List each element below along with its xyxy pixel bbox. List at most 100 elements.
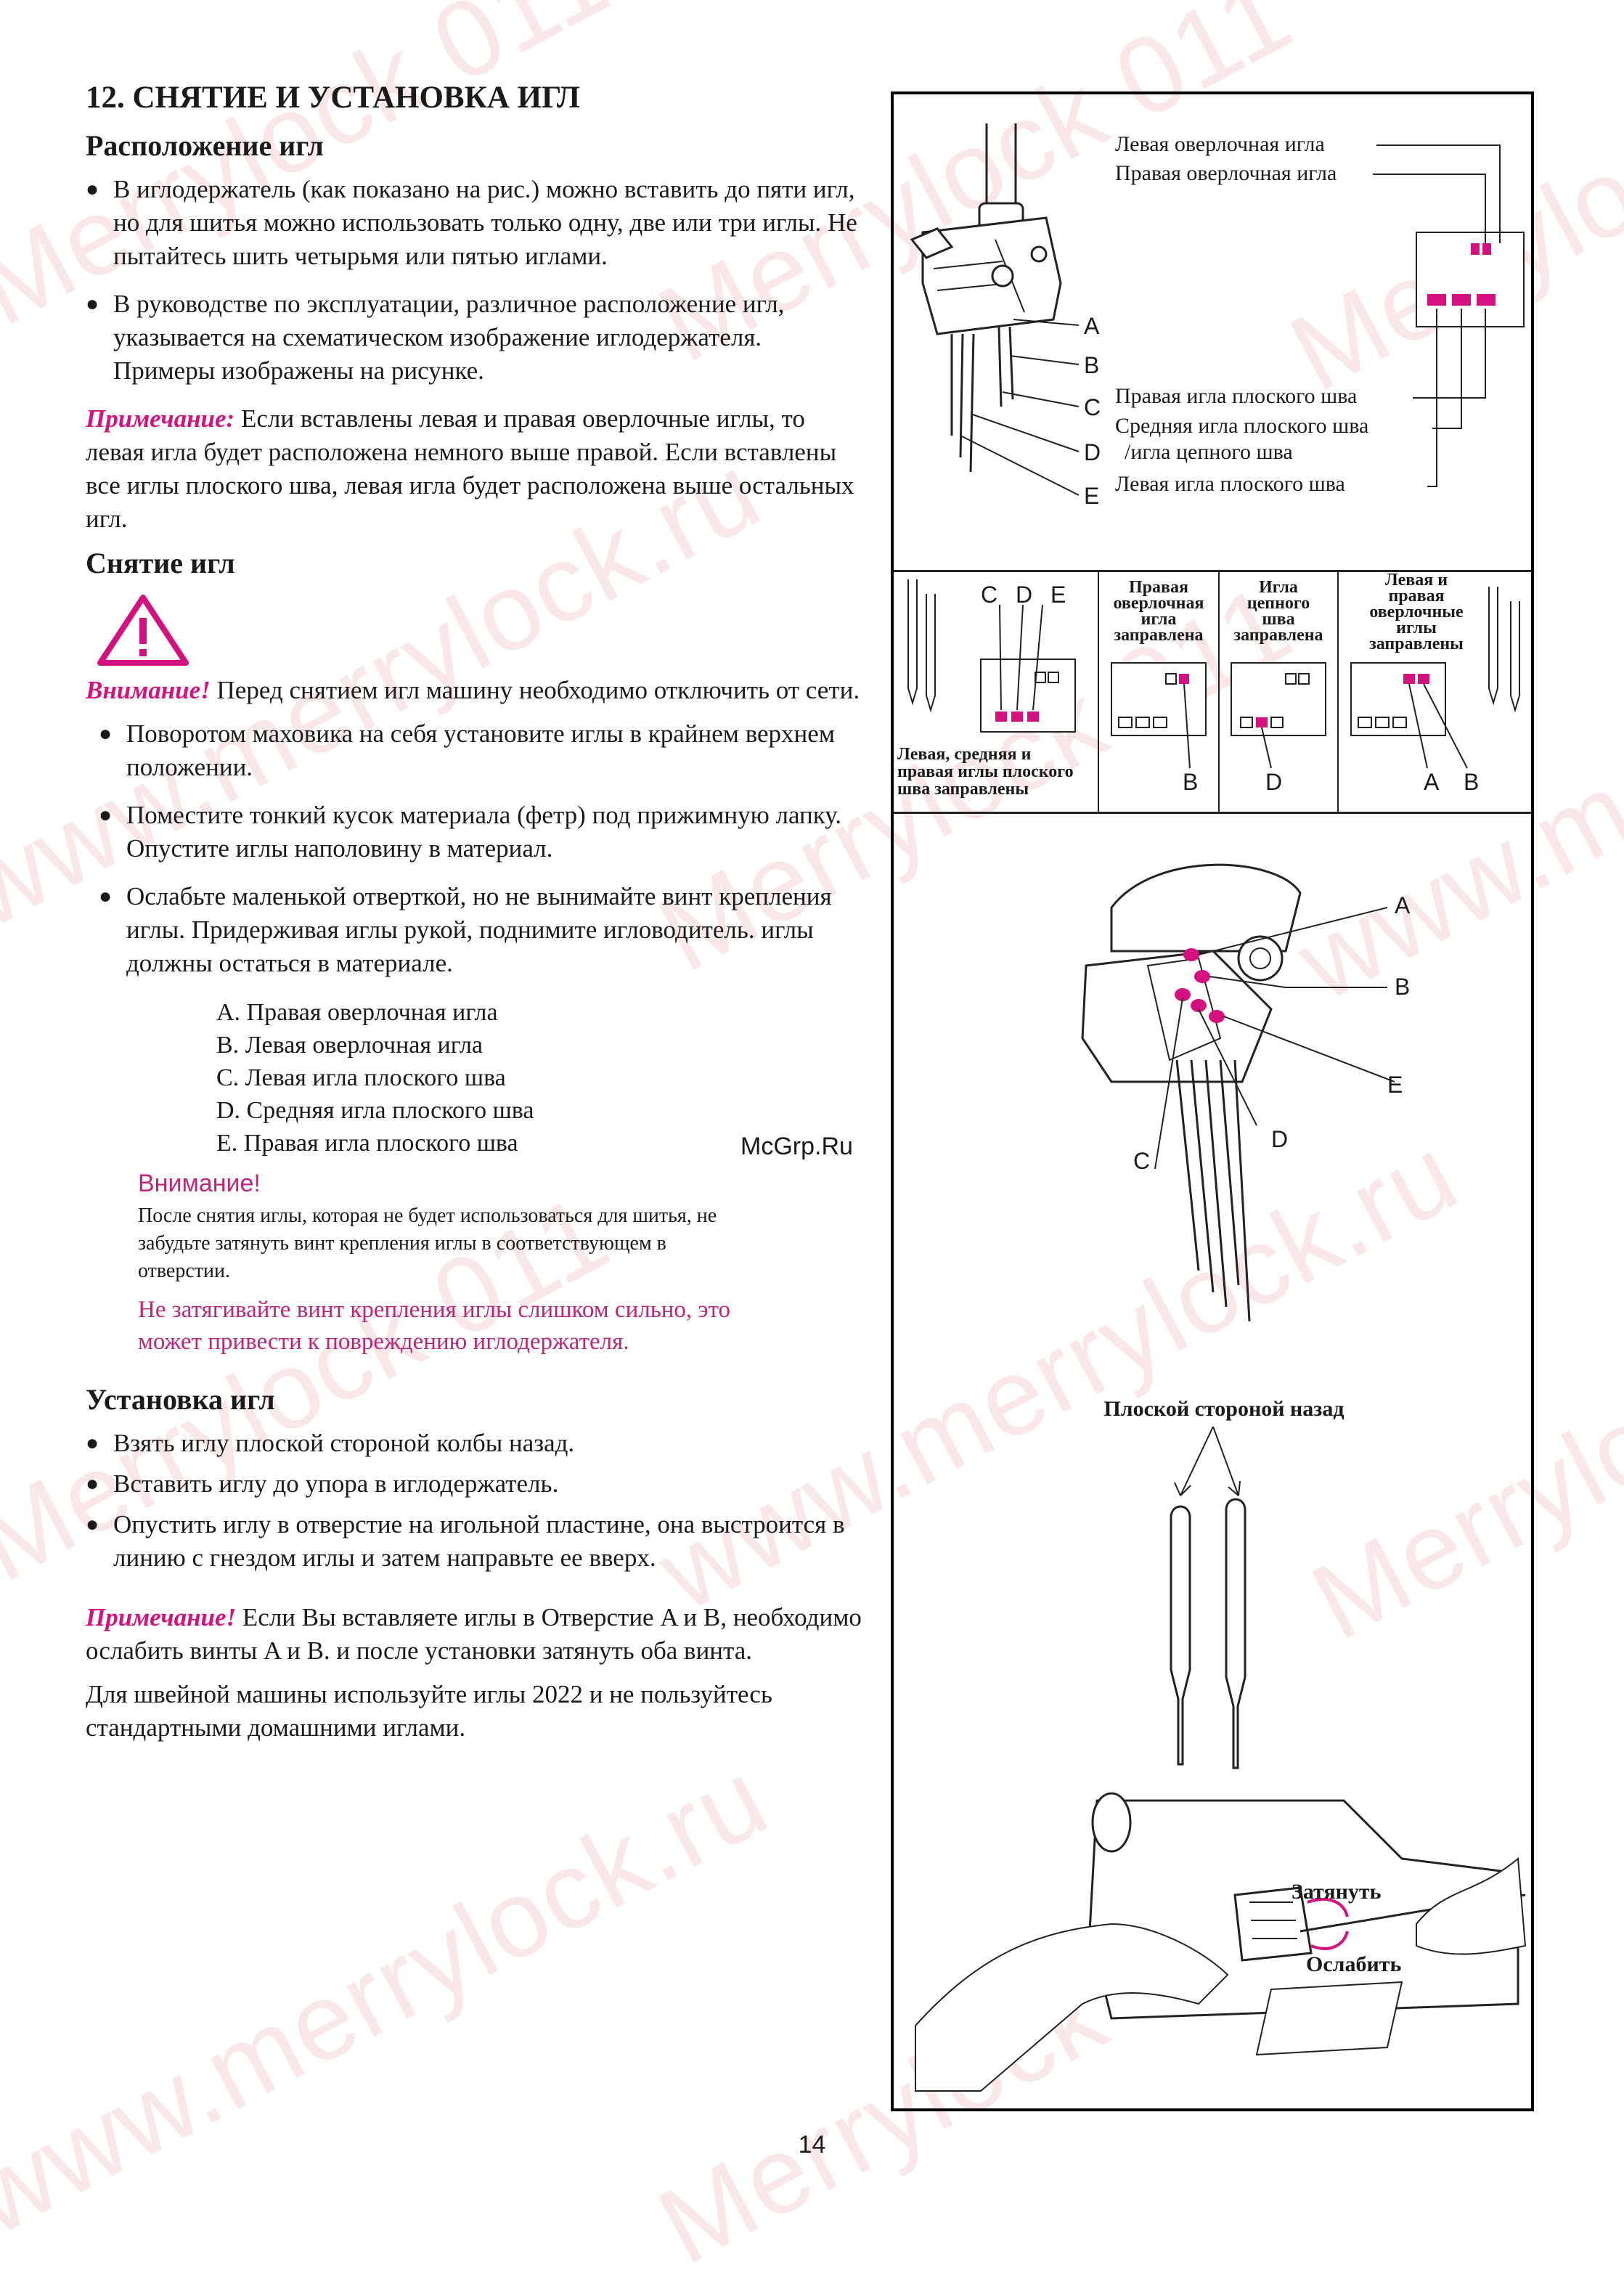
scheme-letter: E: [1050, 582, 1066, 608]
scheme-caption: заправлены: [1369, 635, 1464, 653]
scheme-caption: правая иглы плоского: [897, 762, 1074, 781]
label-left-overlock: Левая оверлочная игла: [1115, 132, 1325, 156]
bullet-icon: ●: [86, 1472, 99, 1496]
flat-side-back-figure: Плоской стороной назад: [1103, 1397, 1345, 1769]
label-left-flat: Левая игла плоского шва: [1115, 472, 1345, 496]
label-middle-flat: Средняя игла плоского шва: [1115, 414, 1368, 438]
scheme-caption: цепного: [1247, 594, 1310, 613]
threading-schemes-figure: C D E Левая, средняя и правая иглы плоск…: [894, 570, 1531, 814]
caution-pink-text: Не затягивайте винт крепления иглы слишк…: [138, 1297, 731, 1355]
scheme-caption: Левая и: [1385, 571, 1448, 590]
note-text: Если Вы вставляете иглы в Отверстие A и …: [86, 1603, 862, 1665]
label-right-flat: Правая игла плоского шва: [1115, 384, 1357, 408]
note-label: Примечание:: [86, 404, 235, 433]
tighten-screw-figure: Затянуть Ослабить: [915, 1792, 1527, 2092]
bullet-icon: ●: [99, 884, 113, 908]
scheme-caption: оверлочные: [1369, 603, 1464, 621]
list-item: ● Взять иглу плоской стороной колбы наза…: [86, 1427, 870, 1460]
warning-label: Внимание!: [86, 676, 211, 704]
scheme-caption: Левая, средняя и: [897, 745, 1032, 764]
label-right-overlock: Правая оверлочная игла: [1115, 161, 1337, 185]
closeup-letter: A: [1395, 892, 1411, 918]
closeup-letter: D: [1271, 1126, 1288, 1152]
text-column: 12. СНЯТИЕ И УСТАНОВКА ИГЛ Расположение …: [86, 80, 870, 1755]
bullet-icon: ●: [99, 722, 113, 746]
bullet-text: Ослабьте маленькой отверткой, но не выни…: [126, 882, 832, 977]
scheme-letter: A: [1424, 769, 1440, 795]
needle-legend: A. Правая оверлочная игла B. Левая оверл…: [216, 996, 870, 1159]
note-text: Если вставлены левая и правая оверлочные…: [86, 404, 854, 533]
bullet-text: Вставить иглу до упора в иглодержатель.: [113, 1469, 559, 1498]
heading-needle-arrangement: Расположение игл: [86, 129, 324, 162]
warning-triangle-icon: [97, 595, 189, 666]
scheme-letter: B: [1183, 769, 1198, 795]
bullet-icon: ●: [86, 1431, 99, 1455]
list-item: ● Опустить иглу в отверстие на игольной …: [86, 1508, 870, 1575]
bullet-text: Поворотом маховика на себя установите иг…: [126, 720, 835, 781]
list-item: ● В иглодержатель (как показано на рис.)…: [86, 173, 870, 273]
needle-letter: A: [1084, 313, 1100, 339]
warning-paragraph: Внимание! Перед снятием игл машину необх…: [86, 674, 870, 707]
watermark: www.merrylock.ru: [0, 1736, 786, 2259]
scheme-caption: игла: [1141, 610, 1177, 629]
tighten-label: Затянуть: [1292, 1880, 1382, 1904]
needle-letter: E: [1084, 483, 1099, 509]
section-title: 12. СНЯТИЕ И УСТАНОВКА ИГЛ: [86, 81, 580, 115]
caution-box: Внимание! После снятия иглы, которая не …: [138, 1170, 762, 1358]
bullet-icon: ●: [86, 292, 99, 316]
bullet-icon: ●: [99, 803, 113, 827]
list-item: ● В руководстве по эксплуатации, различн…: [86, 288, 870, 388]
scheme-caption: заправлена: [1233, 626, 1323, 645]
bullet-text: Взять иглу плоской стороной колбы назад.: [113, 1429, 575, 1457]
bullet-icon: ●: [86, 1512, 99, 1536]
needle-legend-item: A. Правая оверлочная игла: [216, 999, 498, 1026]
scheme-caption: иглы: [1396, 619, 1437, 637]
bullet-text: В руководстве по эксплуатации, различное…: [113, 290, 785, 385]
install-note: Примечание! Если Вы вставляете иглы в От…: [86, 1601, 870, 1668]
list-item: ● Поместите тонкий кусок материала (фетр…: [99, 799, 870, 865]
scheme-caption: Правая: [1129, 578, 1188, 597]
caution-text: После снятия иглы, которая не будет испо…: [138, 1204, 717, 1282]
bullet-text: В иглодержатель (как показано на рис.) м…: [113, 175, 857, 270]
note-label: Примечание!: [86, 1603, 237, 1631]
scheme-caption: шва заправлены: [897, 780, 1029, 799]
needle-legend-item: E. Правая игла плоского шва: [216, 1130, 518, 1157]
label-chain-stitch: /игла цепного шва: [1125, 440, 1293, 464]
list-item: ● Ослабьте маленькой отверткой, но не вы…: [99, 880, 870, 980]
closeup-letter: C: [1133, 1148, 1150, 1174]
needle-letter: B: [1084, 352, 1099, 378]
bullet-icon: ●: [86, 177, 99, 201]
needle-letter: C: [1084, 394, 1101, 420]
page-number: 14: [798, 2131, 826, 2159]
list-item: ● Поворотом маховика на себя установите …: [99, 717, 870, 784]
needle-legend-item: C. Левая игла плоского шва: [216, 1064, 506, 1091]
scheme-caption: оверлочная: [1114, 594, 1204, 613]
scheme-letter: C: [981, 582, 997, 608]
warning-text: Перед снятием игл машину необходимо откл…: [216, 676, 860, 704]
scheme-letter: D: [1265, 769, 1282, 795]
figure-panel: A B C D E Левая оверлочная игла Правая о…: [891, 91, 1534, 2111]
scheme-letter: D: [1016, 582, 1032, 608]
needle-holder-figure: A B C D E Левая оверлочная игла Правая о…: [910, 123, 1525, 509]
list-item: ● Вставить иглу до упора в иглодержатель…: [86, 1467, 870, 1501]
note-paragraph: Примечание: Если вставлены левая и права…: [86, 402, 870, 536]
heading-removal: Снятие игл: [86, 547, 235, 579]
heading-install: Установка игл: [86, 1383, 275, 1416]
loosen-label: Ослабить: [1306, 1952, 1402, 1976]
scheme-caption: правая: [1388, 587, 1444, 606]
bullet-text: Опустить иглу в отверстие на игольной пл…: [113, 1510, 845, 1572]
closeup-letter: E: [1387, 1072, 1403, 1098]
flat-side-caption: Плоской стороной назад: [1103, 1397, 1344, 1421]
final-paragraph: Для швейной машины используйте иглы 2022…: [86, 1680, 772, 1742]
caution-title: Внимание!: [138, 1170, 261, 1197]
source-mark: McGrp.Ru: [740, 1133, 853, 1160]
scheme-caption: шва: [1262, 610, 1294, 629]
bullet-text: Поместите тонкий кусок материала (фетр) …: [126, 801, 842, 863]
needle-holder-closeup-figure: A B E D C: [1081, 863, 1411, 1322]
needle-letter: D: [1084, 439, 1101, 465]
scheme-caption: заправлена: [1114, 626, 1203, 645]
scheme-letter: B: [1464, 769, 1479, 795]
scheme-caption: Игла: [1259, 578, 1298, 597]
needle-legend-item: D. Средняя игла плоского шва: [216, 1097, 534, 1124]
needle-legend-item: B. Левая оверлочная игла: [216, 1032, 483, 1059]
